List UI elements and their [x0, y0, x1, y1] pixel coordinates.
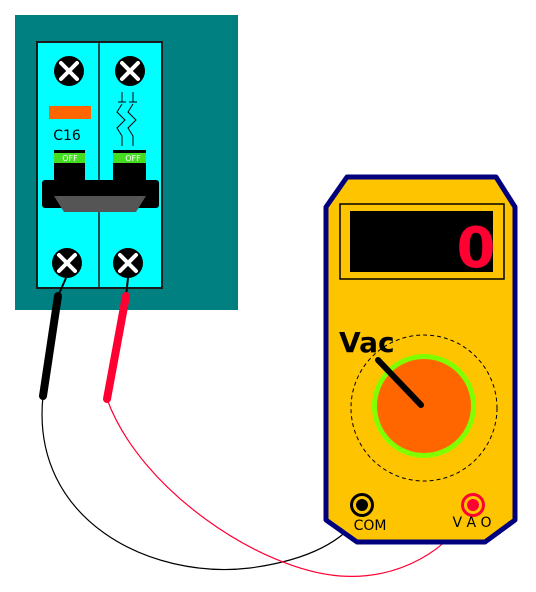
black-test-lead[interactable] [39, 277, 363, 571]
screw-icon [52, 248, 82, 278]
screw-icon [115, 56, 145, 86]
left-toggle-label: OFF [62, 154, 78, 163]
selector-dial[interactable] [350, 334, 498, 482]
com-label: COM [354, 518, 387, 534]
dial-pointer [375, 357, 424, 408]
breaker-handle[interactable] [42, 180, 159, 212]
multimeter: 0 Vac COM V A O [323, 174, 518, 545]
rating-tag [49, 106, 91, 119]
screw-icon [113, 248, 143, 278]
circuit-breaker: C16 OFF OFF [36, 41, 163, 289]
coil-symbol-icon [116, 92, 137, 146]
screw-icon [54, 56, 84, 86]
vao-label: V A O [452, 515, 491, 531]
right-toggle-label: OFF [125, 154, 141, 163]
com-jack[interactable] [350, 493, 374, 517]
display-screen [350, 211, 493, 272]
red-test-lead[interactable] [103, 277, 474, 577]
display-value: 0 [457, 216, 496, 281]
vao-jack[interactable] [461, 493, 485, 517]
rating-label: C16 [53, 128, 81, 144]
mode-label: Vac [339, 326, 395, 359]
